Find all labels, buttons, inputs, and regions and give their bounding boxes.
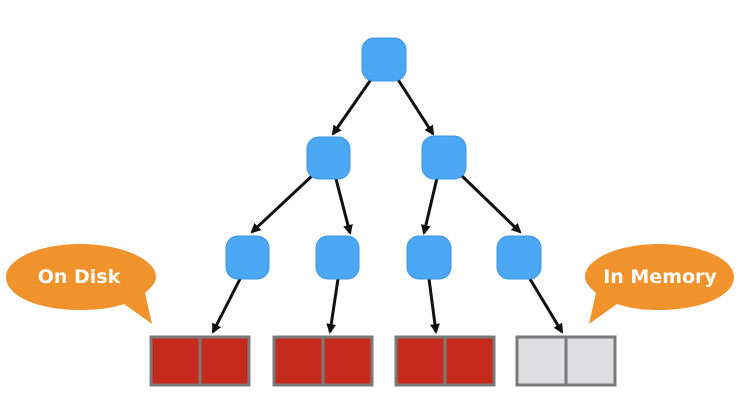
right-child-node <box>421 135 467 180</box>
tree-nodes <box>225 37 542 280</box>
disk-block-2-cell-1 <box>272 335 325 387</box>
in-memory-callout-bubble <box>585 244 734 324</box>
root-node <box>361 37 407 82</box>
edge-leaf-4-to-memory-block <box>528 278 564 334</box>
leaf-node-1 <box>225 235 270 280</box>
leaf-node-4 <box>496 235 542 280</box>
disk-block-3-cell-2 <box>443 335 496 387</box>
disk-block-2-cell-2 <box>321 335 374 387</box>
tree-edges <box>211 77 564 334</box>
leaf-node-2 <box>315 235 360 280</box>
memory-block <box>515 335 617 387</box>
on-disk-callout: On Disk <box>6 244 156 324</box>
storage-blocks <box>149 335 617 387</box>
disk-block-1-cell-1 <box>149 335 202 387</box>
edge-left-child-to-leaf-1 <box>250 173 315 234</box>
disk-block-1 <box>149 335 251 387</box>
edge-root-to-left-child <box>331 77 374 136</box>
memory-block-cell-1 <box>515 335 568 387</box>
edge-leaf-3-to-disk-block-3 <box>427 278 440 334</box>
in-memory-callout: In Memory <box>585 244 734 324</box>
disk-block-3-cell-1 <box>394 335 447 387</box>
left-child-node <box>306 136 351 180</box>
edge-right-child-to-leaf-4 <box>459 173 522 234</box>
on-disk-callout-bubble <box>6 244 156 324</box>
in-memory-label: In Memory <box>603 266 717 288</box>
disk-block-2 <box>272 335 374 387</box>
edge-leaf-1-to-disk-block-1 <box>211 278 242 334</box>
edge-root-to-right-child <box>395 77 435 136</box>
disk-block-3 <box>394 335 496 387</box>
on-disk-label: On Disk <box>38 266 121 288</box>
edge-leaf-2-to-disk-block-2 <box>326 278 340 334</box>
disk-block-1-cell-2 <box>198 335 251 387</box>
leaf-node-3 <box>406 235 452 280</box>
edge-right-child-to-leaf-3 <box>420 177 439 235</box>
edge-left-child-to-leaf-2 <box>334 178 353 235</box>
memory-block-cell-2 <box>564 335 617 387</box>
